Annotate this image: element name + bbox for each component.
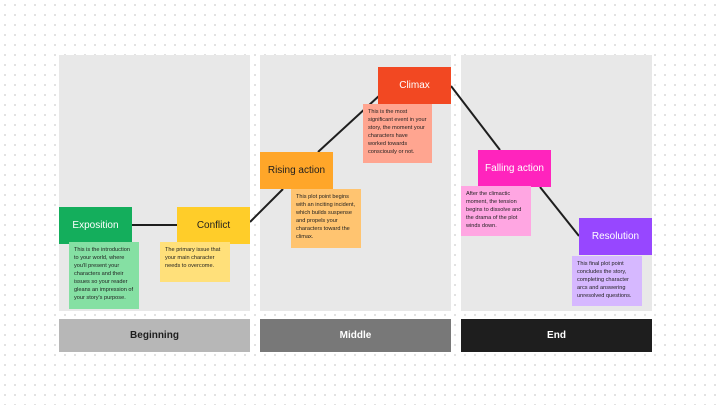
resolution-card[interactable]: Resolution [579, 218, 652, 255]
resolution-sticky-note[interactable]: This final plot point concludes the stor… [572, 256, 642, 306]
exposition-sticky-note[interactable]: This is the introduction to your world, … [69, 242, 139, 309]
falling-action-card[interactable]: Falling action [478, 150, 551, 187]
phase-label-end: End [461, 319, 652, 352]
rising-action-card[interactable]: Rising action [260, 152, 333, 189]
climax-card[interactable]: Climax [378, 67, 451, 104]
climax-title: Climax [399, 80, 430, 91]
rising-action-title: Rising action [267, 165, 326, 176]
resolution-title: Resolution [591, 231, 640, 242]
exposition-card[interactable]: Exposition [59, 207, 132, 244]
end-label: End [547, 330, 566, 341]
phase-label-beginning: Beginning [59, 319, 250, 352]
conflict-sticky-note[interactable]: The primary issue that your main charact… [160, 242, 230, 282]
climax-sticky-note[interactable]: This is the most significant event in yo… [363, 104, 432, 163]
beginning-label: Beginning [130, 330, 179, 341]
rising-action-sticky-note[interactable]: This plot point begins with an inciting … [291, 189, 361, 248]
falling-action-title: Falling action [485, 163, 544, 174]
conflict-title: Conflict [196, 220, 231, 231]
phase-label-middle: Middle [260, 319, 451, 352]
middle-label: Middle [339, 330, 372, 341]
exposition-title: Exposition [72, 220, 119, 231]
conflict-card[interactable]: Conflict [177, 207, 250, 244]
falling-action-sticky-note[interactable]: After the climactic moment, the tension … [461, 186, 531, 236]
